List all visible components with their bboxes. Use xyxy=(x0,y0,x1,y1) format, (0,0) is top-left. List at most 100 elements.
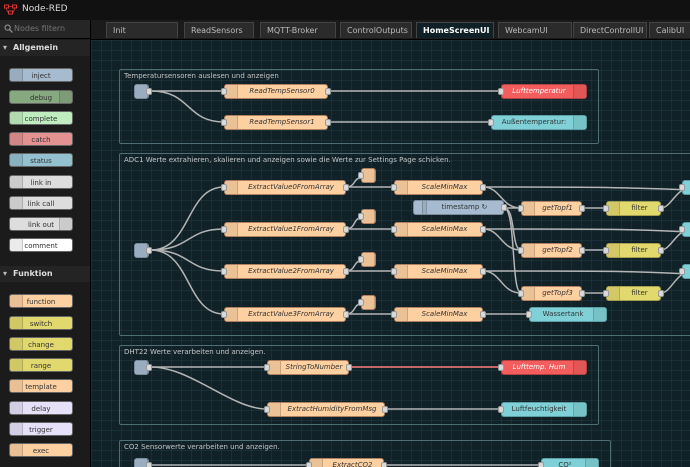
filter-icon xyxy=(607,244,620,257)
search-icon xyxy=(4,24,13,33)
function-icon xyxy=(395,223,408,236)
tab-homescreenui[interactable]: HomeScreenUI xyxy=(416,22,494,38)
palette-node-exec[interactable]: exec xyxy=(9,443,73,457)
group-dht22[interactable]: DHT22 Werte verarbeiten und anzeigen. xyxy=(119,345,599,425)
ui-node-lufttemp-hum[interactable]: Lufttemp. Hum xyxy=(498,360,587,375)
category-funktion[interactable]: ▾ Funktion xyxy=(0,266,90,282)
filter-node-3[interactable]: filter xyxy=(603,286,664,301)
palette-node-trigger[interactable]: trigger xyxy=(9,422,73,436)
function-node-scaleminmax-1[interactable]: ScaleMinMax xyxy=(391,222,486,237)
tab-directcontrollui[interactable]: DirectControllUI xyxy=(573,22,647,38)
filter-node-2[interactable]: filter xyxy=(603,243,664,258)
function-node-gettopf2[interactable]: getTopf2 xyxy=(518,243,585,258)
inject-node-timestamp[interactable]: timestamp ↻ xyxy=(413,200,507,215)
exclamation-icon xyxy=(10,133,23,145)
filter-icon xyxy=(607,202,620,215)
group-co2[interactable]: CO2 Sensorwerte verarbeiten und anzeigen… xyxy=(119,440,611,467)
thermometer-icon xyxy=(573,361,586,374)
group-temperatursensoren[interactable]: Temperatursensoren auslesen und anzeigen xyxy=(119,69,599,144)
function-node-extractvalue1[interactable]: ExtractValue1FromArray xyxy=(221,222,349,237)
function-node-stringtonumber[interactable]: StringToNumber xyxy=(264,360,352,375)
function-node-gettopf1[interactable]: getTopf1 xyxy=(518,201,585,216)
function-icon xyxy=(225,116,238,129)
palette-node-link-out[interactable]: link out xyxy=(9,217,73,231)
function-node-extracthumidity[interactable]: ExtractHumidityFromMsg xyxy=(264,402,388,417)
node-red-logo-icon xyxy=(4,4,17,15)
function-icon xyxy=(310,459,323,467)
function-node-extractvalue3[interactable]: ExtractValue3FromArray xyxy=(221,307,349,322)
function-node-extractvalue0[interactable]: ExtractValue0FromArray xyxy=(221,180,349,195)
ui-node-cut-0[interactable] xyxy=(679,180,690,195)
palette-node-catch[interactable]: catch xyxy=(9,132,73,146)
function-icon xyxy=(395,308,408,321)
palette-node-link-call[interactable]: link call xyxy=(9,196,73,210)
function-icon xyxy=(395,181,408,194)
inject-node-adc1[interactable] xyxy=(134,243,152,258)
function-node-extractvalue2[interactable]: ExtractValue2FromArray xyxy=(221,264,349,279)
category-allgemein[interactable]: ▾ Allgemein xyxy=(0,40,90,56)
function-icon xyxy=(522,287,535,300)
function-icon xyxy=(362,296,375,309)
palette-node-debug[interactable]: debug xyxy=(9,90,73,104)
ui-node-co2[interactable]: CO² xyxy=(538,458,599,467)
tab-calibui[interactable]: CalibUI xyxy=(649,22,690,38)
function-node-readtempsensor1[interactable]: ReadTempSensor1 xyxy=(221,115,331,130)
palette-node-function[interactable]: function xyxy=(9,294,73,308)
category-label: Funktion xyxy=(13,269,53,278)
function-node-gettopf3[interactable]: getTopf3 xyxy=(518,286,585,301)
palette-node-range[interactable]: range xyxy=(9,358,73,372)
palette-search-input[interactable] xyxy=(14,22,86,35)
app-title: Node-RED xyxy=(22,4,68,14)
ui-node-luftfeuchtigkeit[interactable]: Luftfeuchtigkeit xyxy=(498,402,587,417)
function-node-small-0[interactable] xyxy=(358,168,376,183)
function-node-scaleminmax-3[interactable]: ScaleMinMax xyxy=(391,307,486,322)
palette-node-comment[interactable]: comment xyxy=(9,238,73,252)
palette-node-switch[interactable]: switch xyxy=(9,316,73,330)
function-node-readtempsensor0[interactable]: ReadTempSensor0 xyxy=(221,84,331,99)
function-node-small-3[interactable] xyxy=(358,295,376,310)
palette-node-complete[interactable]: complete xyxy=(9,111,73,125)
shuffle-icon xyxy=(10,338,23,350)
function-icon xyxy=(225,308,238,321)
category-label: Allgemein xyxy=(13,43,59,52)
ui-node-wassertank[interactable]: Wassertank xyxy=(526,307,607,322)
function-icon xyxy=(362,253,375,266)
palette-node-inject[interactable]: inject xyxy=(9,68,73,82)
ui-node-cut-1[interactable] xyxy=(679,222,690,237)
ui-node-aussentemperatur[interactable]: Außentemperatur: xyxy=(488,115,587,130)
function-node-small-2[interactable] xyxy=(358,252,376,267)
exclamation-icon xyxy=(10,112,23,124)
thermometer-icon xyxy=(573,85,586,98)
inject-button[interactable] xyxy=(413,200,423,215)
filter-node-1[interactable]: filter xyxy=(603,201,664,216)
function-node-small-1[interactable] xyxy=(358,209,376,224)
function-node-scaleminmax-2[interactable]: ScaleMinMax xyxy=(391,264,486,279)
inject-node-temp[interactable] xyxy=(134,84,152,99)
function-icon xyxy=(10,295,23,307)
gauge-icon xyxy=(593,308,606,321)
function-node-extractco2[interactable]: ExtractCO2 xyxy=(306,458,387,467)
flow-workspace[interactable]: Temperatursensoren auslesen und anzeigen… xyxy=(91,40,690,467)
group-adc1[interactable]: ADC1 Werte extrahieren, skalieren und an… xyxy=(119,153,690,336)
palette-node-delay[interactable]: delay xyxy=(9,401,73,415)
inject-node-dht22[interactable] xyxy=(134,360,152,375)
palette-node-change[interactable]: change xyxy=(9,337,73,351)
ui-node-lufttemperatur[interactable]: Lufttemperatur xyxy=(498,84,587,99)
function-node-scaleminmax-0[interactable]: ScaleMinMax xyxy=(391,180,486,195)
function-icon xyxy=(268,361,281,374)
function-icon xyxy=(225,223,238,236)
palette-node-status[interactable]: status xyxy=(9,153,73,167)
tab-init[interactable]: Init xyxy=(106,22,178,38)
link-icon xyxy=(59,218,72,230)
tab-controloutputs[interactable]: ControlOutputs xyxy=(340,22,412,38)
flow-wires xyxy=(150,90,690,466)
palette-node-template[interactable]: template xyxy=(9,379,73,393)
tab-readsensors[interactable]: ReadSensors xyxy=(184,22,254,38)
tab-webcamui[interactable]: WebcamUI xyxy=(498,22,572,38)
tab-mqtt-broker[interactable]: MQTT-Broker xyxy=(260,22,336,38)
palette-node-link-in[interactable]: link in xyxy=(9,175,73,189)
ui-node-cut-2[interactable] xyxy=(679,264,690,279)
inject-node-co2[interactable] xyxy=(134,458,152,467)
flow-tabs: Init ReadSensors MQTT-Broker ControlOutp… xyxy=(91,20,690,40)
filter-icon xyxy=(607,287,620,300)
